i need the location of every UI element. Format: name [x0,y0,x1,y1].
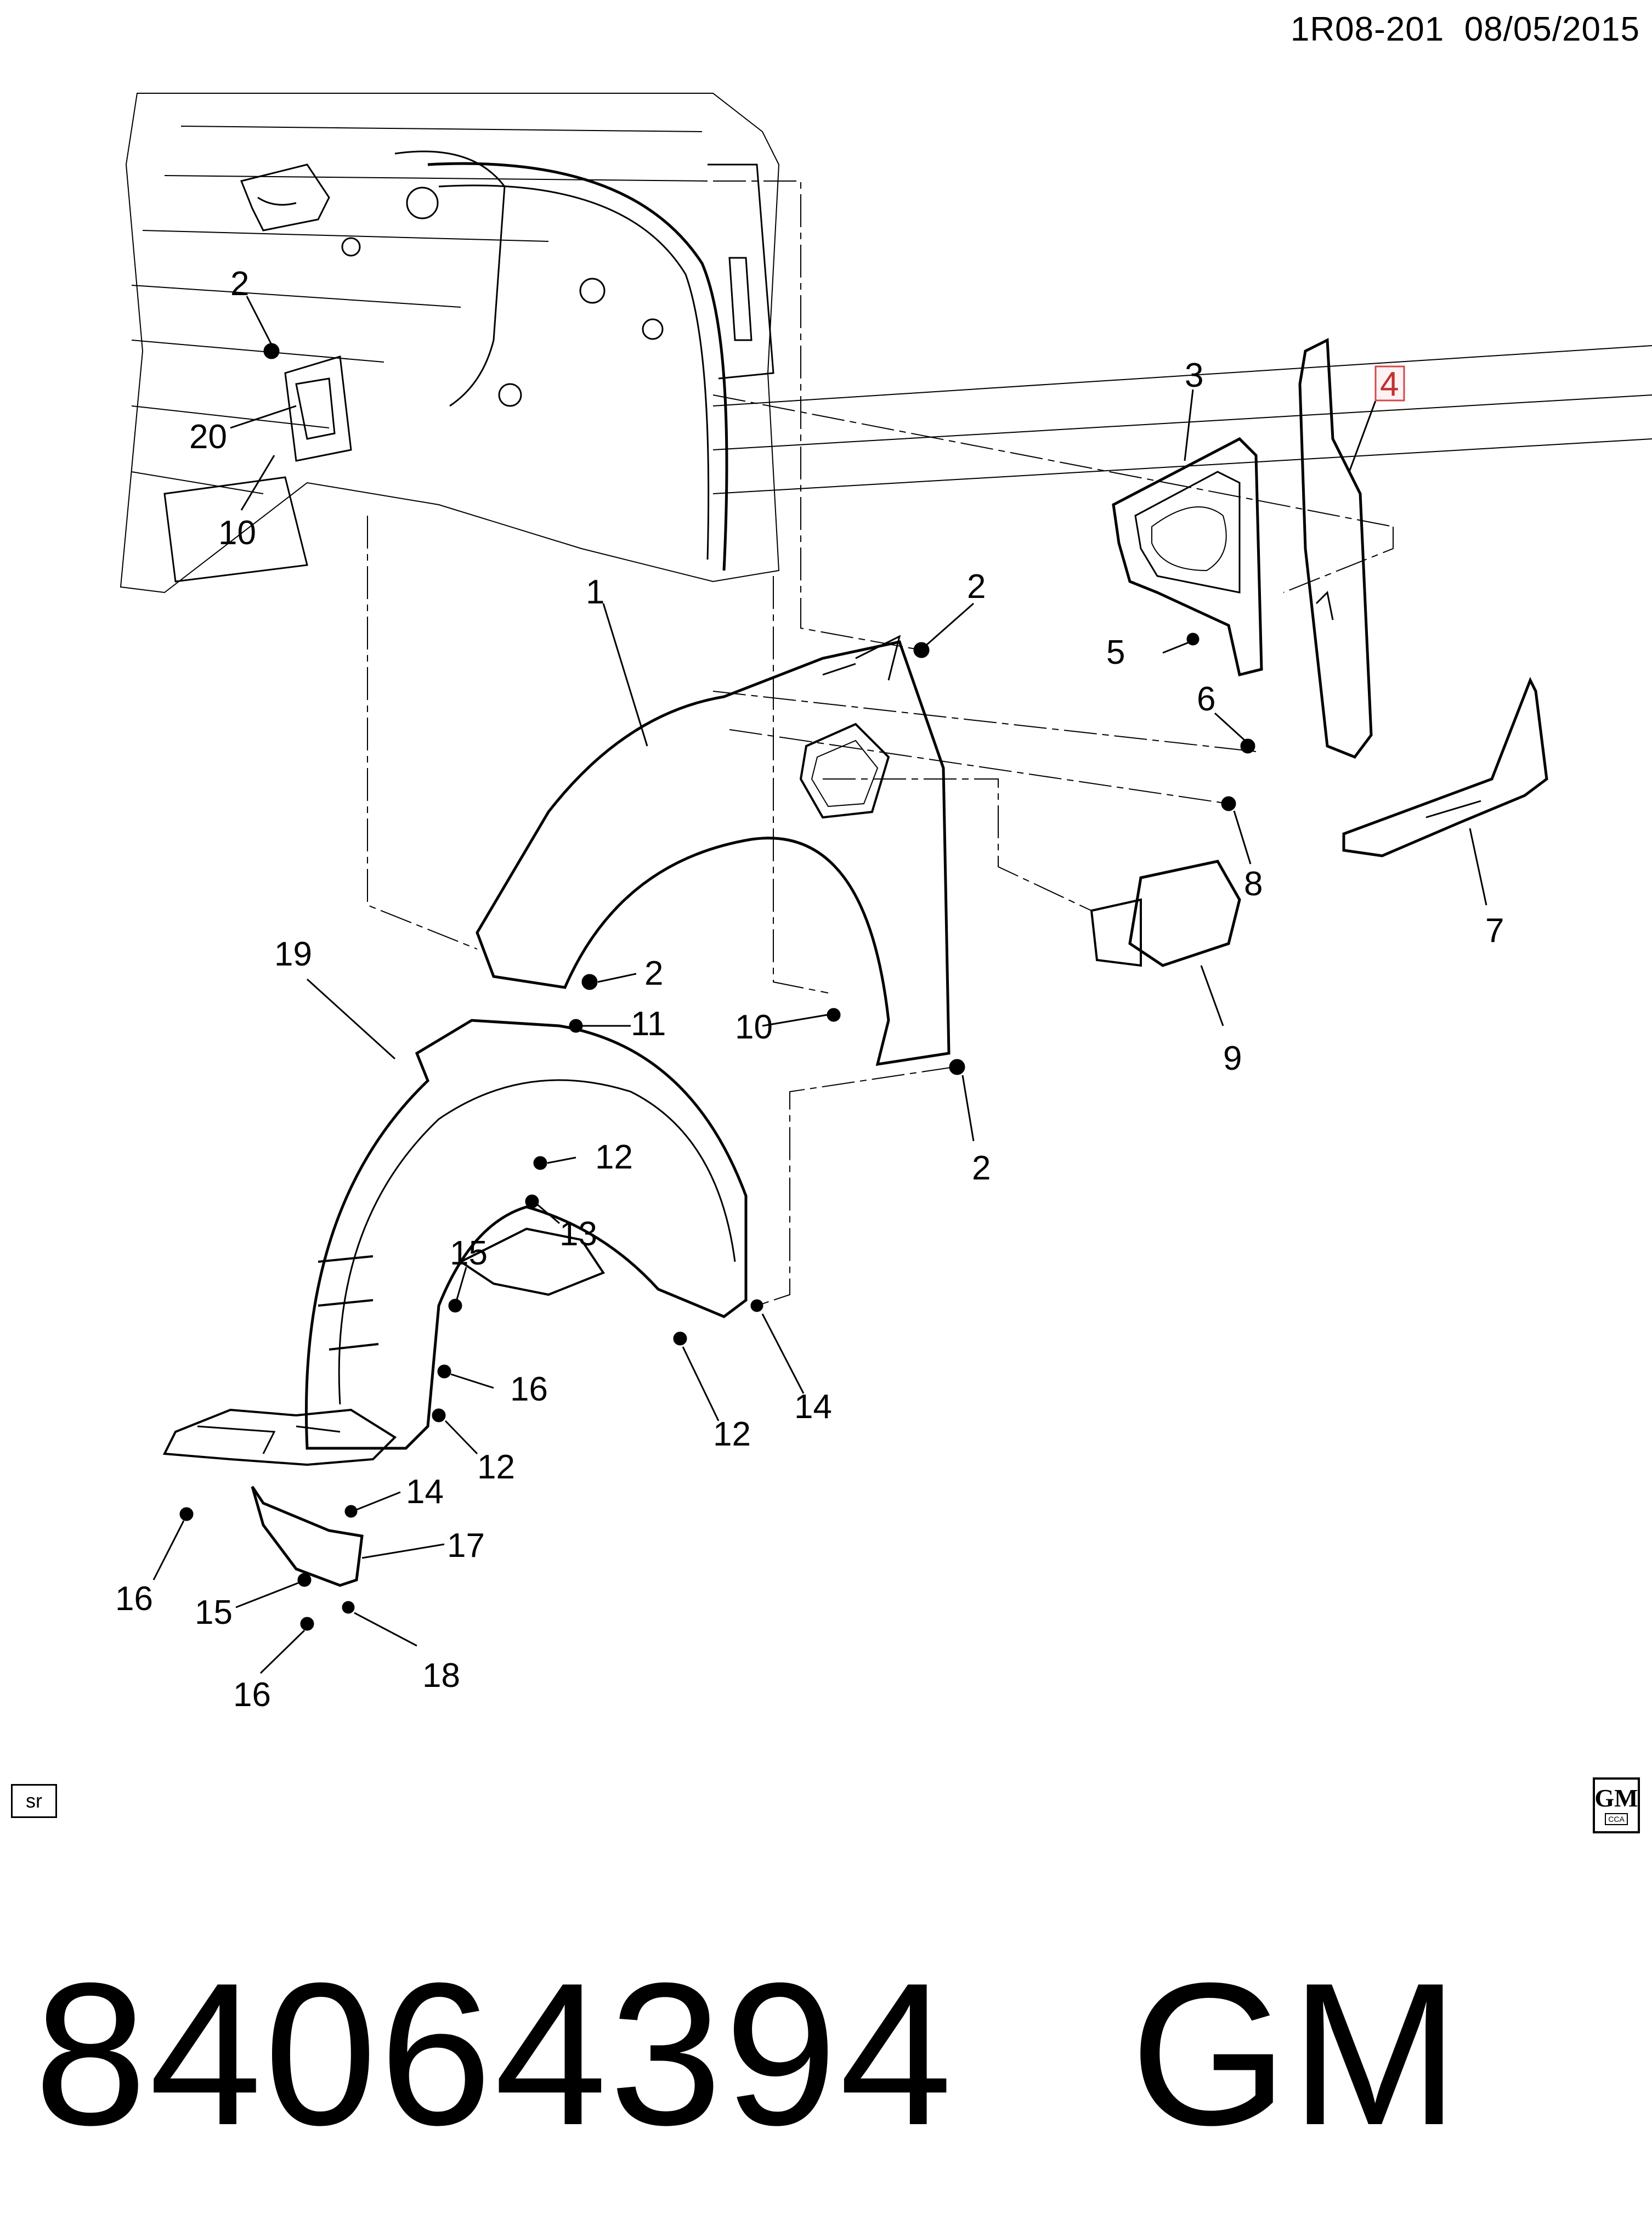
callout-label: 19 [274,935,312,973]
gm-logo-sub: CCA [1605,1813,1628,1825]
callout-labels: 2 20 10 1 3 4 2 5 6 8 7 19 2 11 10 9 2 1… [115,265,1504,1714]
callout-label: 16 [510,1370,548,1408]
callout-label: 3 [1185,357,1203,394]
leader-lines [152,296,1487,1674]
callout-label: 2 [972,1149,991,1187]
callout-label-highlighted: 4 [1380,365,1399,403]
callout-label: 16 [115,1580,153,1618]
callout-label: 17 [447,1527,485,1565]
callout-label: 15 [195,1594,233,1631]
splash-deflector [251,1486,364,1587]
fuel-door-bracket [1112,437,1263,677]
fender-panel [476,635,951,1066]
exploded-parts-diagram: 2 20 10 1 3 4 2 5 6 8 7 19 2 11 10 9 2 1… [115,93,1652,1714]
callout-label: 12 [595,1138,633,1176]
alignment-lines [367,180,1394,1306]
callout-label: 5 [1106,634,1125,671]
part-number: 84064394 [34,1941,955,2167]
callout-label: 10 [218,514,256,552]
callout-label: 14 [406,1473,444,1511]
footer-part-number-line: 84064394 GM [34,1953,1462,2156]
gm-logo: GM CCA [1593,1777,1640,1833]
callout-label: 16 [233,1676,271,1714]
callout-label: 8 [1244,865,1263,903]
callout-label: 2 [230,265,249,303]
diagram-header: 1R08-201 08/05/2015 [1291,10,1640,49]
fuel-door [1090,860,1241,967]
callout-label: 12 [477,1448,515,1486]
callout-label: 10 [735,1008,773,1046]
callout-label: 11 [631,1005,666,1043]
brand-name: GM [1130,1941,1462,2167]
sr-badge: sr [11,1784,57,1818]
sr-badge-label: sr [26,1789,42,1812]
callout-label: 14 [794,1388,832,1426]
callout-label: 6 [1197,680,1215,718]
wheelhouse-liner [162,1019,748,1466]
callout-label: 15 [450,1234,488,1272]
callout-label: 7 [1485,912,1504,950]
callout-label: 2 [644,955,663,992]
diagram-date: 08/05/2015 [1464,10,1640,48]
callout-label: 2 [967,568,986,606]
callout-label: 1 [586,573,604,611]
callout-highlight-box [1374,365,1405,402]
callout-label: 20 [189,418,227,456]
gm-logo-brand: GM [1594,1784,1638,1812]
callout-label: 18 [422,1657,460,1695]
fender-support [1298,338,1373,759]
callout-label: 12 [713,1415,751,1453]
callout-label: 9 [1223,1040,1242,1077]
body-structure-drawing [120,93,1652,594]
fender-molding [1342,676,1548,857]
diagram-code: 1R08-201 [1290,10,1445,48]
callout-label: 13 [559,1215,597,1253]
